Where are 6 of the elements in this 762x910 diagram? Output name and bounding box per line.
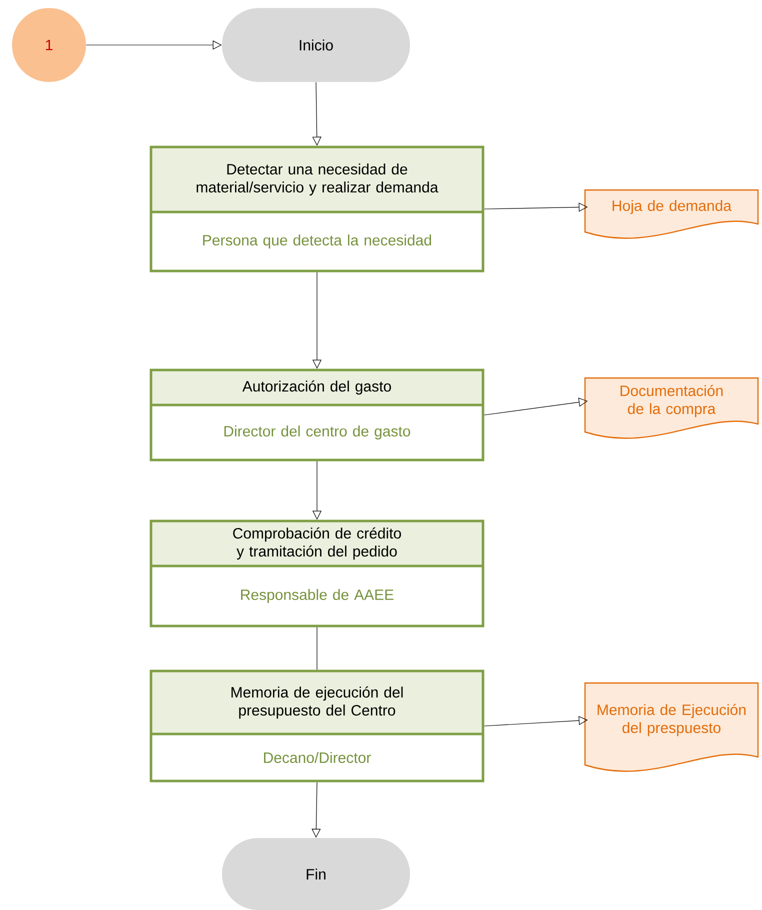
terminator: Fin xyxy=(222,838,410,910)
process-box: Memoria de ejecución del presupuesto del Centro Decano/Director xyxy=(150,670,484,782)
process-box: Autorización del gasto Director del centro de gasto xyxy=(150,368,484,462)
process-box: Detectar una necesidad de material/servicio y realizar demanda Persona que detecta la necesidad xyxy=(150,146,484,272)
terminator: Inicio xyxy=(222,8,410,82)
process-box: Comprobación de crédito y tramitación del pedido Responsable de AAEE xyxy=(150,520,484,628)
